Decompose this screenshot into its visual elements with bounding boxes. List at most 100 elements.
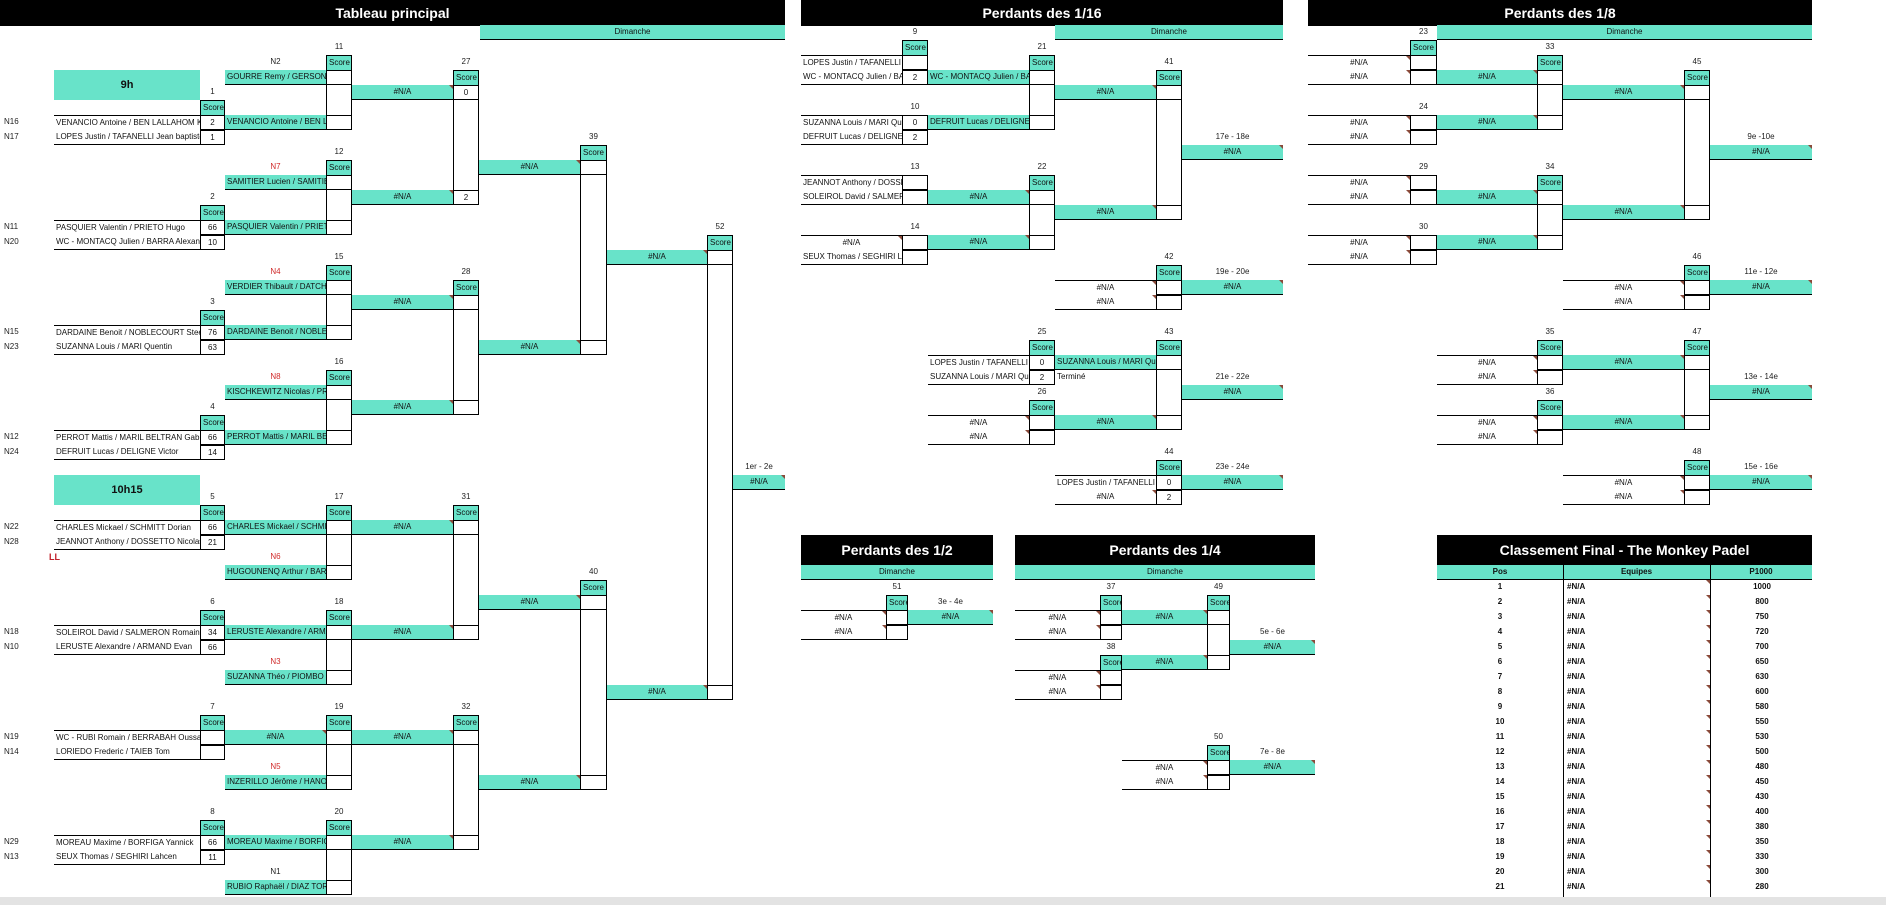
score-cell[interactable] xyxy=(453,625,479,640)
score-cell[interactable] xyxy=(1029,115,1055,130)
score-cell[interactable] xyxy=(326,430,352,445)
score-cell[interactable]: 2 xyxy=(200,115,225,130)
score-cell[interactable] xyxy=(1410,55,1437,70)
score-cell[interactable]: 2 xyxy=(453,190,479,205)
score-cell[interactable] xyxy=(1684,85,1710,100)
score-cell[interactable] xyxy=(1029,70,1055,85)
score-cell[interactable] xyxy=(580,340,607,355)
score-cell[interactable] xyxy=(580,595,607,610)
score-cell[interactable] xyxy=(1410,70,1437,85)
score-cell[interactable]: 63 xyxy=(200,340,225,355)
score-cell[interactable] xyxy=(1537,430,1563,445)
score-cell[interactable] xyxy=(200,745,225,760)
score-cell[interactable] xyxy=(707,250,733,265)
score-cell[interactable] xyxy=(1410,250,1437,265)
score-cell[interactable] xyxy=(200,730,225,745)
score-cell[interactable] xyxy=(326,880,352,895)
score-cell[interactable] xyxy=(1207,760,1230,775)
score-cell[interactable] xyxy=(326,730,352,745)
score-cell[interactable] xyxy=(580,160,607,175)
score-cell[interactable] xyxy=(1537,370,1563,385)
score-cell[interactable] xyxy=(1100,610,1122,625)
score-cell[interactable] xyxy=(453,835,479,850)
score-cell[interactable] xyxy=(1100,625,1122,640)
score-cell[interactable] xyxy=(1537,235,1563,250)
score-cell[interactable] xyxy=(326,325,352,340)
score-cell[interactable] xyxy=(1684,475,1710,490)
score-cell[interactable] xyxy=(453,520,479,535)
score-cell[interactable]: 2 xyxy=(902,70,928,85)
score-cell[interactable]: 0 xyxy=(453,85,479,100)
score-cell[interactable]: 21 xyxy=(200,535,225,550)
score-cell[interactable] xyxy=(1029,190,1055,205)
score-cell[interactable] xyxy=(707,685,733,700)
score-cell[interactable]: 2 xyxy=(902,130,928,145)
score-cell[interactable] xyxy=(453,295,479,310)
score-cell[interactable] xyxy=(326,835,352,850)
score-cell[interactable] xyxy=(453,400,479,415)
score-cell[interactable] xyxy=(1410,115,1437,130)
score-cell[interactable] xyxy=(326,220,352,235)
score-cell[interactable] xyxy=(1537,355,1563,370)
score-cell[interactable] xyxy=(902,55,928,70)
score-cell[interactable] xyxy=(1684,295,1710,310)
score-cell[interactable] xyxy=(1100,670,1122,685)
score-cell[interactable] xyxy=(1537,190,1563,205)
score-cell[interactable]: 66 xyxy=(200,640,225,655)
score-cell[interactable] xyxy=(1156,295,1182,310)
score-cell[interactable]: 0 xyxy=(1029,355,1055,370)
score-cell[interactable] xyxy=(886,610,908,625)
score-cell[interactable] xyxy=(1156,280,1182,295)
score-cell[interactable] xyxy=(580,775,607,790)
score-cell[interactable] xyxy=(902,250,928,265)
score-cell[interactable] xyxy=(326,670,352,685)
score-cell[interactable]: 1 xyxy=(200,130,225,145)
score-cell[interactable] xyxy=(1029,415,1055,430)
score-cell[interactable]: 66 xyxy=(200,835,225,850)
score-cell[interactable] xyxy=(1156,205,1182,220)
score-cell[interactable] xyxy=(902,190,928,205)
score-cell[interactable] xyxy=(326,385,352,400)
score-cell[interactable] xyxy=(326,280,352,295)
horizontal-scrollbar[interactable] xyxy=(0,897,1886,905)
score-cell[interactable] xyxy=(1156,415,1182,430)
score-cell[interactable]: 2 xyxy=(1029,370,1055,385)
score-cell[interactable]: 66 xyxy=(200,430,225,445)
score-cell[interactable] xyxy=(326,565,352,580)
score-cell[interactable] xyxy=(1684,490,1710,505)
score-cell[interactable] xyxy=(1684,205,1710,220)
score-cell[interactable] xyxy=(326,775,352,790)
score-cell[interactable]: 34 xyxy=(200,625,225,640)
score-cell[interactable] xyxy=(1537,415,1563,430)
score-cell[interactable] xyxy=(1537,115,1563,130)
score-cell[interactable] xyxy=(1156,85,1182,100)
score-cell[interactable] xyxy=(1410,235,1437,250)
score-cell[interactable] xyxy=(1029,235,1055,250)
score-cell[interactable] xyxy=(326,70,352,85)
score-cell[interactable] xyxy=(326,520,352,535)
score-cell[interactable] xyxy=(326,175,352,190)
score-cell[interactable] xyxy=(1684,415,1710,430)
score-cell[interactable] xyxy=(902,175,928,190)
score-cell[interactable] xyxy=(453,730,479,745)
score-cell[interactable] xyxy=(326,115,352,130)
score-cell[interactable]: 2 xyxy=(1156,490,1182,505)
score-cell[interactable] xyxy=(1684,280,1710,295)
score-cell[interactable] xyxy=(902,235,928,250)
score-cell[interactable] xyxy=(1207,775,1230,790)
score-cell[interactable]: 14 xyxy=(200,445,225,460)
score-cell[interactable]: 66 xyxy=(200,520,225,535)
score-cell[interactable] xyxy=(1684,355,1710,370)
score-cell[interactable]: 0 xyxy=(1156,475,1182,490)
score-cell[interactable]: 10 xyxy=(200,235,225,250)
score-cell[interactable] xyxy=(1100,685,1122,700)
score-cell[interactable] xyxy=(886,625,908,640)
score-cell[interactable] xyxy=(1029,430,1055,445)
score-cell[interactable] xyxy=(1410,175,1437,190)
score-cell[interactable] xyxy=(1410,130,1437,145)
score-cell[interactable]: 66 xyxy=(200,220,225,235)
score-cell[interactable]: 76 xyxy=(200,325,225,340)
score-cell[interactable] xyxy=(1537,70,1563,85)
score-cell[interactable] xyxy=(1156,355,1182,370)
score-cell[interactable] xyxy=(326,625,352,640)
